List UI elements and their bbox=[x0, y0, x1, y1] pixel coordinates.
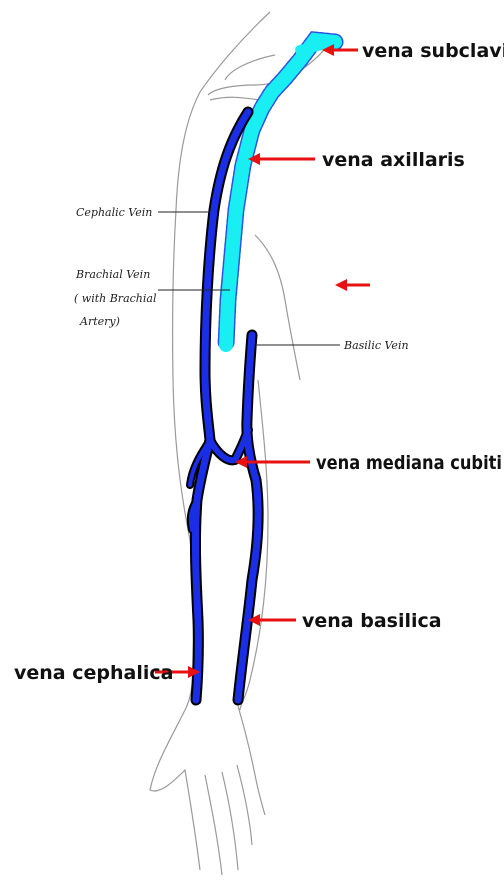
arrow-axillaris bbox=[248, 153, 315, 165]
red-arrows bbox=[155, 44, 370, 678]
vena-cephalica-label: vena cephalica bbox=[14, 662, 173, 684]
vena-axillaris-label: vena axillaris bbox=[322, 149, 465, 171]
brachial-vein-label-2: ( with Brachial bbox=[74, 292, 157, 305]
vena-subclavia-label: vena subclavia bbox=[362, 40, 504, 62]
basilic-vein-label: Basilic Vein bbox=[343, 339, 409, 352]
arrow-mediana-cubiti bbox=[235, 456, 310, 468]
vena-mediana-cubiti-label: vena mediana cubiti bbox=[316, 452, 502, 474]
leader-lines bbox=[158, 212, 340, 345]
blue-vein-fill bbox=[190, 112, 258, 700]
vena-basilica-label: vena basilica bbox=[302, 610, 442, 632]
brachial-vein-label: Brachial Vein bbox=[75, 268, 150, 281]
cephalic-vein-label: Cephalic Vein bbox=[76, 206, 152, 219]
brachial-vein-label-3: Artery) bbox=[79, 315, 120, 328]
arrow-basilica bbox=[248, 614, 296, 626]
arrow-empty bbox=[335, 279, 370, 291]
